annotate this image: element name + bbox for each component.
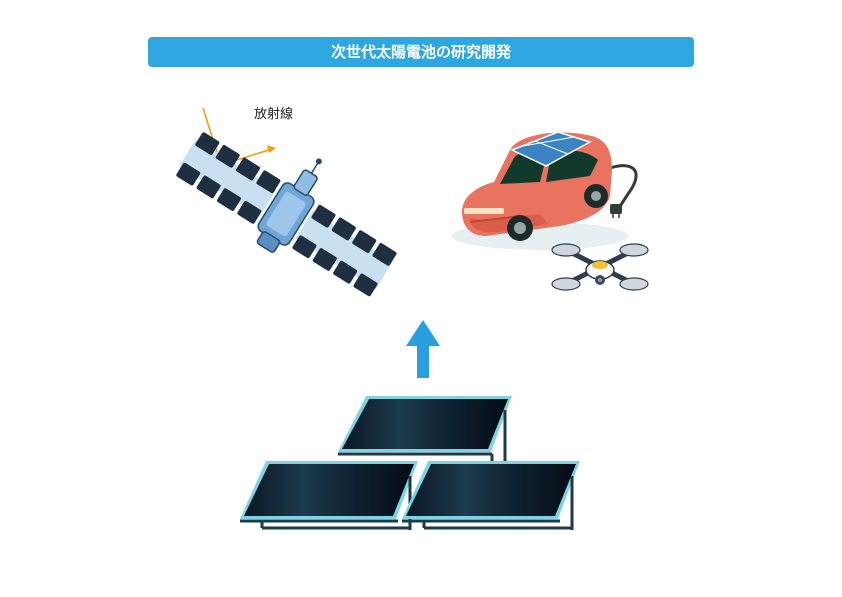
- satellite-icon: [176, 132, 397, 297]
- electric-car-icon: [452, 131, 638, 250]
- solar-panel-icon: [240, 396, 580, 530]
- solar-panel-front-right: [402, 461, 580, 530]
- drone-icon: [551, 243, 649, 291]
- solar-panel-front-left: [240, 461, 418, 530]
- radiation-label: 放射線: [254, 107, 294, 122]
- page-title: 次世代太陽電池の研究開発: [148, 37, 694, 67]
- up-arrow-icon: [406, 320, 440, 378]
- solar-panel-back: [338, 396, 512, 462]
